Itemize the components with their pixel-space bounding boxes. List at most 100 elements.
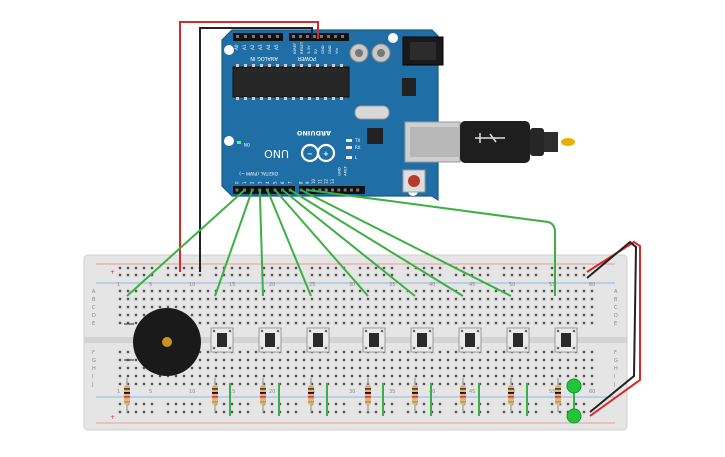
- resistor[interactable]: [365, 378, 371, 412]
- pushbutton-cap[interactable]: [313, 333, 323, 347]
- breadboard-hole: [398, 382, 402, 386]
- breadboard-hole: [150, 382, 154, 386]
- breadboard-hole: [390, 374, 394, 378]
- signal-wire[interactable]: [307, 189, 556, 296]
- signal-wire[interactable]: [266, 189, 312, 297]
- resistor-band: [555, 388, 561, 390]
- leds[interactable]: [566, 378, 582, 424]
- resistor[interactable]: [412, 378, 418, 412]
- rail-hole: [214, 410, 218, 414]
- resistor[interactable]: [212, 378, 218, 412]
- led-green-top[interactable]: [566, 378, 582, 394]
- signal-wire[interactable]: [281, 189, 416, 297]
- column-number: 35: [389, 282, 395, 288]
- resistors[interactable]: [124, 378, 561, 412]
- digital-pin-label: 6: [280, 181, 285, 184]
- signal-wire[interactable]: [274, 189, 369, 297]
- breadboard-hole: [590, 321, 594, 325]
- breadboard-jumpers[interactable]: [229, 383, 528, 416]
- digital-pin: [343, 188, 347, 192]
- breadboard-hole: [238, 305, 242, 309]
- pushbutton[interactable]: [506, 327, 530, 353]
- breadboard-hole: [334, 350, 338, 354]
- pushbutton-cap[interactable]: [265, 333, 275, 347]
- signal-wire[interactable]: [289, 189, 464, 297]
- breadboard-hole: [550, 313, 554, 317]
- breadboard-hole: [254, 305, 258, 309]
- resistor[interactable]: [508, 378, 514, 412]
- pushbutton[interactable]: [210, 327, 234, 353]
- breadboard-hole: [446, 350, 450, 354]
- wire-5v-red[interactable]: [179, 21, 319, 272]
- power-pin-label: GND: [320, 45, 325, 54]
- rail-hole: [374, 266, 378, 270]
- breadboard-hole: [134, 297, 138, 301]
- wire-gnd-black[interactable]: [199, 27, 313, 272]
- rail-hole: [318, 266, 322, 270]
- breadboard-hole: [278, 313, 282, 317]
- breadboard-hole: [534, 297, 538, 301]
- resistor[interactable]: [555, 378, 561, 412]
- chip-pins: [236, 64, 343, 100]
- resistor[interactable]: [260, 378, 266, 412]
- rail-hole: [142, 410, 146, 414]
- breadboard-hole: [166, 297, 170, 301]
- breadboard-hole: [350, 297, 354, 301]
- signal-wire[interactable]: [258, 189, 264, 297]
- breadboard-hole: [486, 374, 490, 378]
- wire-rail-black[interactable]: [586, 240, 638, 413]
- breadboard-hole: [118, 321, 122, 325]
- pushbutton[interactable]: [258, 327, 282, 353]
- usb-cable[interactable]: [404, 121, 575, 163]
- wires[interactable]: [179, 21, 641, 417]
- signal-wire[interactable]: [300, 189, 512, 297]
- breadboard-hole: [366, 297, 370, 301]
- pushbutton[interactable]: [554, 327, 578, 353]
- pushbutton-cap[interactable]: [369, 333, 379, 347]
- breadboard-hole: [142, 297, 146, 301]
- signal-wires[interactable]: [126, 189, 556, 297]
- rail-hole: [278, 273, 282, 277]
- breadboard-hole: [398, 305, 402, 309]
- signal-wire[interactable]: [126, 189, 246, 297]
- rail-hole: [222, 410, 226, 414]
- pushbuttons[interactable]: [210, 327, 578, 353]
- pushbutton-cap[interactable]: [465, 333, 475, 347]
- breadboard-hole: [310, 305, 314, 309]
- breadboard[interactable]: 1155101015152020252530303535404045455050…: [83, 254, 628, 431]
- analog-header[interactable]: [233, 33, 283, 41]
- breadboard-hole: [574, 358, 578, 362]
- reset-button[interactable]: [408, 175, 420, 187]
- digital-header-low[interactable]: [233, 186, 295, 194]
- resistor[interactable]: [308, 378, 314, 412]
- breadboard-hole: [478, 297, 482, 301]
- pushbutton[interactable]: [410, 327, 434, 353]
- pushbutton[interactable]: [306, 327, 330, 353]
- resistor[interactable]: [460, 378, 466, 412]
- breadboard-hole: [526, 321, 530, 325]
- pushbutton-cap[interactable]: [417, 333, 427, 347]
- breadboard-hole: [438, 358, 442, 362]
- breadboard-hole: [534, 358, 538, 362]
- power-jack[interactable]: [402, 36, 444, 66]
- breadboard-hole: [246, 374, 250, 378]
- rail-hole: [486, 402, 490, 406]
- piezo-buzzer[interactable]: [124, 308, 201, 376]
- led-green-bottom[interactable]: [566, 408, 582, 424]
- pushbutton[interactable]: [458, 327, 482, 353]
- signal-wire[interactable]: [214, 189, 254, 297]
- pushbutton-cap[interactable]: [217, 333, 227, 347]
- breadboard-hole: [310, 366, 314, 370]
- pushbutton-cap[interactable]: [561, 333, 571, 347]
- breadboard-hole: [158, 374, 162, 378]
- pushbutton-cap[interactable]: [513, 333, 523, 347]
- breadboard-hole: [446, 366, 450, 370]
- breadboard-hole: [278, 289, 282, 293]
- breadboard-hole: [358, 313, 362, 317]
- resistor[interactable]: [124, 378, 130, 412]
- breadboard-hole: [214, 382, 218, 386]
- row-letter: E: [614, 321, 617, 327]
- breadboard-hole: [398, 289, 402, 293]
- pushbutton[interactable]: [362, 327, 386, 353]
